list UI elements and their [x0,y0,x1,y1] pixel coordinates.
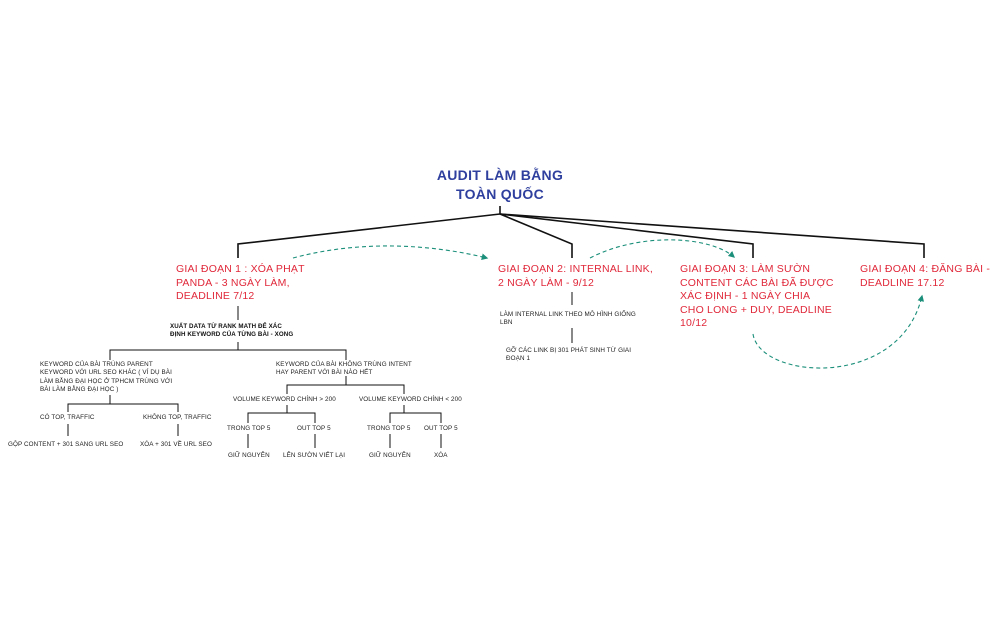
keep-note-1: GIỮ NGUYÊN [228,452,270,459]
out-top5-note-2: OUT TOP 5 [424,425,458,432]
stage-4-title: GIAI ĐOẠN 4: ĐĂNG BÀI - DEADLINE 17.12 [860,263,991,289]
has-top-note: CÓ TOP, TRAFFIC [40,414,95,421]
volume-gt-200-note: VOLUME KEYWORD CHÍNH > 200 [233,396,336,403]
in-top5-note-2: TRONG TOP 5 [367,425,411,432]
out-top5-note-1: OUT TOP 5 [297,425,331,432]
stage1-tree [67,306,442,448]
no-top-note: KHÔNG TOP, TRAFFIC [143,414,212,421]
dashed-arrows [292,239,925,369]
delete-note: XÓA [434,452,448,459]
in-top5-note-1: TRONG TOP 5 [227,425,271,432]
internal-link-note: LÀM INTERNAL LINK THEO MÔ HÌNH GIỐNG LBN [500,311,636,327]
remove-301-links-note: GỠ CÁC LINK BỊ 301 PHÁT SINH TỪ GIAI ĐOẠ… [506,347,632,363]
stage-3-title: GIAI ĐOẠN 3: LÀM SƯỜN CONTENT CÁC BÀI ĐÃ… [680,263,834,329]
export-data-note: XUẤT DATA TỪ RANK MATH ĐỂ XÁC ĐỊNH KEYWO… [170,323,294,339]
rewrite-note: LÊN SƯỜN VIẾT LẠI [283,452,346,459]
stage-2-title: GIAI ĐOẠN 2: INTERNAL LINK, 2 NGÀY LÀM -… [498,263,653,289]
stage-1-title: GIAI ĐOẠN 1 : XÓA PHẠT PANDA - 3 NGÀY LÀ… [176,263,305,302]
volume-lt-200-note: VOLUME KEYWORD CHÍNH < 200 [359,396,462,403]
root-title: AUDIT LÀM BẰNG TOÀN QUỐC [436,167,564,202]
keyword-unique-note: KEYWORD CỦA BÀI KHÔNG TRÙNG INTENT HAY P… [276,361,412,377]
merge-content-note: GỘP CONTENT + 301 SANG URL SEO [8,441,124,448]
keyword-duplicate-note: KEYWORD CỦA BÀI TRÙNG PARENT KEYWORD VỚI… [40,361,173,394]
keep-note-2: GIỮ NGUYÊN [369,452,411,459]
delete-301-note: XÓA + 301 VỀ URL SEO [140,441,212,448]
root-branches [237,206,925,258]
